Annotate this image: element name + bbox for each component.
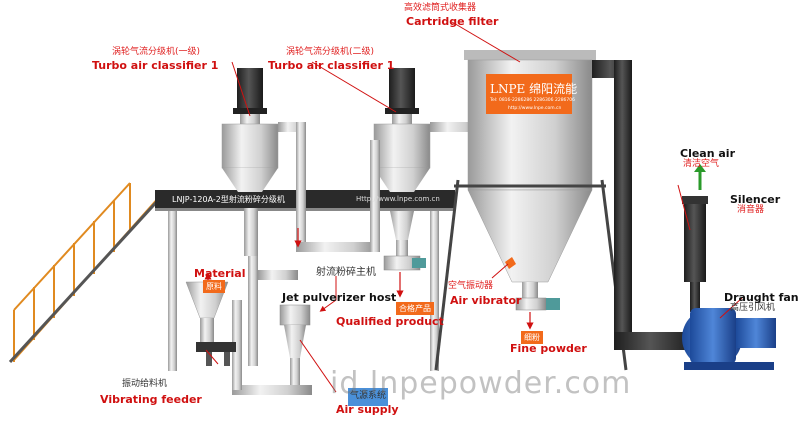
silencer [682,196,708,312]
cartridge-filter-cn: 高效滤筒式收集器 [404,3,477,13]
leader-lines [205,21,743,393]
air-supply-en: Air supply [336,403,399,416]
vibrating-feeder-cn: 振动给料机 [122,379,168,389]
jet-pulverizer-host [232,300,312,395]
material-cn: 原料 [203,280,225,293]
air-vibrator-cn: 空气振动器 [448,281,494,291]
watermark: id.lnpepowder.com [330,366,632,401]
classifier-1-cn: 涡轮气流分级机(一级) [112,47,201,57]
fine-powder-cn: 细粉 [521,331,543,344]
jet-pulverizer-cn: 射流粉碎主机 [316,267,376,278]
vibrating-feeder-en: Vibrating feeder [100,393,202,406]
turbo-classifier-2 [373,68,431,271]
fine-powder-en: Fine powder [510,342,587,355]
platform-leg [430,211,439,371]
clean-air-arrowhead [694,164,706,172]
exhaust-duct [592,60,694,350]
material-en: Material [194,267,246,280]
vibrating-feeder [185,281,236,366]
flow-arrow [319,276,337,312]
cartridge-filter-en: Cartridge filter [406,15,499,28]
classifier-1-en: Turbo air classifier 1 [92,59,219,72]
stair-stringer [8,194,164,364]
air-supply-box [348,388,388,406]
classifier-2-en: Turbo air classifier 1 [268,59,395,72]
air-supply-cn: 气源系统 [350,391,387,401]
air-vibrator-en: Air vibrator [450,294,522,307]
brand-tel: Tel: 0816-2286286 2286306 2286706 [490,98,576,103]
jet-pulverizer-en: Jet pulverizer host [282,291,397,304]
draught-fan-cn: 高压引风机 [730,303,776,313]
qualified-product-en: Qualified product [336,315,444,328]
platform-leg [168,211,177,371]
platform-web: Http://www.lnpe.com.cn [356,195,440,203]
platform-model: LNJP-120A-2型射流粉碎分级机 [172,195,285,204]
brand-web: http://www.lnpe.com.cn [508,106,562,111]
classifier-2-cn: 涡轮气流分级机(二级) [286,47,375,57]
draught-fan-en: Draught fan [724,291,799,304]
pipe-network [248,122,480,366]
silencer-en: Silencer [730,193,781,206]
draught-fan [682,308,776,370]
brand-panel [486,74,572,114]
silencer-cn: 消音器 [737,205,765,215]
cartridge-filter [434,50,628,371]
brand-name: LNPE 绵阳流能 [490,82,578,96]
turbo-classifier-1 [221,68,279,256]
qualified-product-cn: 合格产品 [396,302,434,315]
clean-air-en: Clean air [680,147,736,160]
clean-air-cn: 清洁空气 [683,159,720,169]
